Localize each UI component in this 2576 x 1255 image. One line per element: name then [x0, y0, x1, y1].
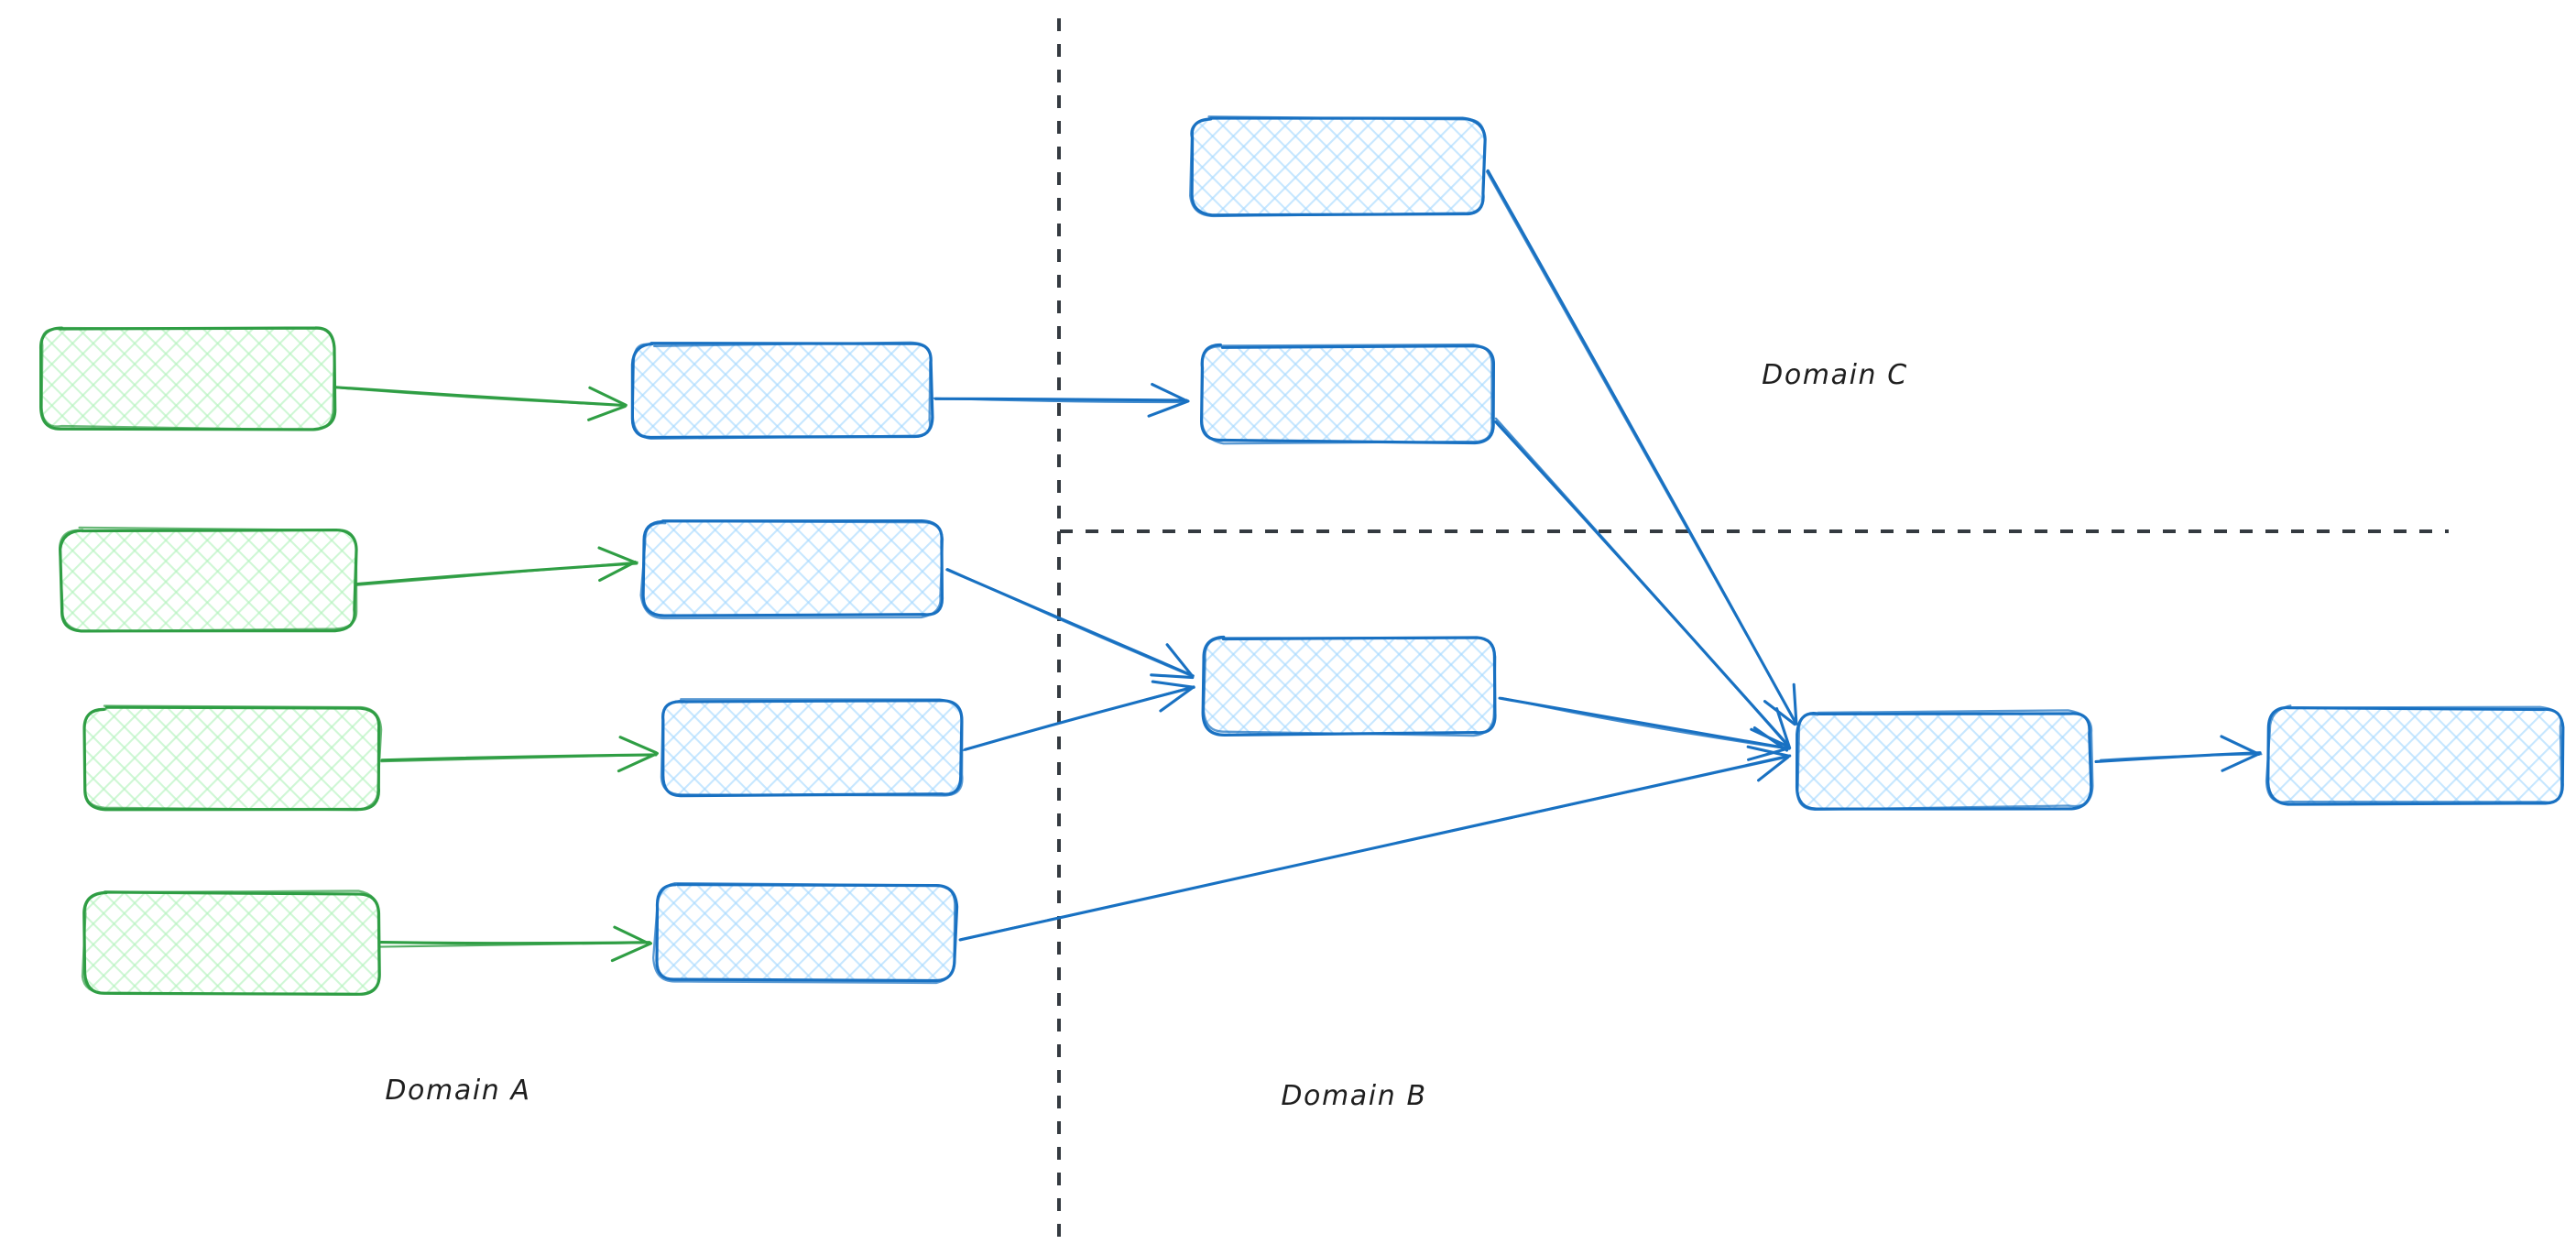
edge-e4[interactable] — [378, 925, 652, 963]
edge-e7[interactable] — [962, 680, 1195, 752]
node-layer — [39, 115, 2565, 996]
node-final[interactable] — [2265, 704, 2565, 806]
node-outline — [81, 889, 380, 996]
edge-layer — [333, 169, 2263, 963]
node-outline — [652, 881, 956, 985]
node-outline — [1189, 115, 1486, 218]
node-a4[interactable] — [81, 889, 381, 996]
edge-e3[interactable] — [380, 736, 659, 773]
node-b2[interactable] — [639, 519, 944, 620]
edge-e1[interactable] — [333, 386, 628, 421]
node-b3[interactable] — [660, 698, 964, 798]
domain-label-domain-c: Domain C — [1762, 359, 1908, 391]
node-a3[interactable] — [82, 704, 383, 812]
node-outline — [2265, 704, 2563, 803]
node-outline — [1202, 637, 1497, 737]
node-outline — [639, 519, 944, 620]
edge-e8[interactable] — [958, 745, 1792, 942]
node-fill — [662, 701, 962, 795]
node-outline — [1200, 343, 1493, 445]
node-outline — [631, 341, 933, 440]
domain-label-domain-a: Domain A — [385, 1075, 530, 1107]
node-fill — [85, 893, 379, 994]
node-outline — [660, 698, 964, 797]
divider-layer — [1057, 18, 2449, 1239]
domain-label-domain-b: Domain B — [1281, 1080, 1426, 1112]
edge-e5[interactable] — [933, 383, 1190, 418]
node-outline — [1796, 709, 2094, 811]
node-c1[interactable] — [1189, 115, 1487, 218]
node-fill — [85, 708, 379, 809]
node-hub[interactable] — [1201, 635, 1497, 737]
label-layer: Domain A Domain B Domain C — [385, 359, 1908, 1112]
node-fill — [656, 886, 955, 980]
node-fill — [40, 328, 334, 429]
node-fill — [1797, 713, 2090, 808]
node-fill — [1201, 346, 1494, 442]
node-fill — [2269, 708, 2562, 803]
node-outline — [82, 704, 383, 812]
edge-e6[interactable] — [945, 568, 1195, 680]
node-fill — [61, 529, 355, 630]
node-b1[interactable] — [630, 341, 934, 440]
node-a1[interactable] — [39, 326, 337, 431]
node-a2[interactable] — [58, 526, 358, 633]
edge-e10[interactable] — [1494, 417, 1792, 750]
edge-e9[interactable] — [1485, 169, 1798, 726]
node-fill — [1203, 638, 1496, 734]
node-fill — [1191, 119, 1484, 214]
node-b4[interactable] — [652, 881, 959, 985]
node-outline — [40, 326, 336, 431]
edge-e11[interactable] — [1498, 696, 1791, 761]
node-outline — [58, 526, 358, 633]
node-c2[interactable] — [1200, 343, 1496, 445]
node-fill — [643, 521, 943, 616]
edge-e12[interactable] — [2094, 735, 2263, 772]
edge-e2[interactable] — [354, 546, 639, 586]
node-fill — [632, 344, 932, 438]
node-sink[interactable] — [1795, 709, 2094, 811]
